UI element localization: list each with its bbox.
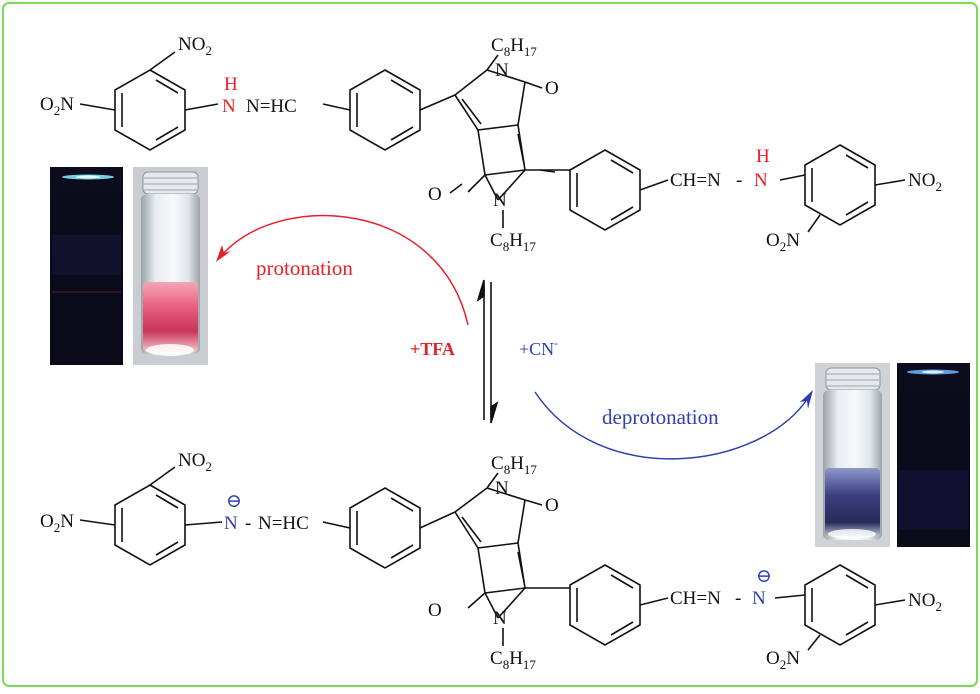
bottom-right-phenylene-ring: [569, 564, 669, 646]
protonated-uv-photo: [50, 167, 123, 365]
bottom-lower-ring-nitrogen: N: [493, 608, 507, 629]
top-dpp-core: [449, 54, 570, 228]
bottom-right-imine-dash: -: [735, 588, 741, 609]
tfa-reagent-label: +TFA: [410, 339, 455, 359]
protonation-arrow: [216, 214, 469, 326]
top-right-o2n-label: O2N: [766, 230, 800, 254]
bottom-left-phenylene-ring: [322, 487, 456, 569]
bottom-left-anion-nitrogen: N: [224, 513, 238, 534]
top-left-nh-nitrogen: N: [222, 96, 236, 117]
bottom-right-o2n-label: O2N: [766, 648, 800, 672]
down-arrow-head: [490, 401, 499, 424]
protonation-arrow-head: [216, 245, 231, 262]
bottom-left-imine-label: N=HC: [258, 513, 309, 534]
bottom-left-benzene-ring: [79, 466, 223, 566]
top-right-no2-label: NO2: [908, 170, 942, 194]
deprotonation-label: deprotonation: [602, 405, 719, 429]
top-right-nh-hydrogen: H: [756, 146, 770, 167]
top-left-imine-label: N=HC: [246, 96, 297, 117]
top-left-phenylene-ring: [322, 69, 456, 151]
bottom-right-anion-charge: ⊖: [756, 566, 772, 587]
protonation-label: protonation: [256, 256, 353, 280]
top-upper-carbonyl-oxygen: O: [545, 78, 559, 99]
top-lower-carbonyl-oxygen: O: [428, 184, 442, 205]
top-left-o2n-label: O2N: [40, 94, 74, 118]
cyanide-reagent-label: +CN-: [519, 336, 558, 359]
bottom-left-anion-charge: ⊖: [226, 491, 242, 512]
bottom-molecule-labels: NO2 O2N ⊖ N - N=HC C8H17 N N O O C8H17 C…: [40, 450, 942, 672]
top-upper-alkyl-label: C8H17: [491, 35, 537, 59]
deprotonated-vial-photo: [815, 363, 890, 547]
bottom-right-benzene-ring: [774, 564, 906, 651]
top-left-benzene-ring: [79, 51, 219, 151]
bottom-left-no2-label: NO2: [178, 450, 212, 474]
top-upper-ring-nitrogen: N: [495, 60, 509, 81]
bottom-lower-carbonyl-oxygen: O: [428, 600, 442, 621]
top-molecule-labels: NO2 O2N H N N=HC C8H17 N N O O C8H17 CH=…: [40, 34, 942, 254]
top-right-nh-nitrogen: N: [754, 170, 768, 191]
top-lower-ring-nitrogen: N: [493, 190, 507, 211]
top-left-nh-hydrogen: H: [224, 74, 238, 95]
bottom-molecule: [79, 466, 906, 651]
bottom-upper-ring-nitrogen: N: [495, 478, 509, 499]
bottom-lower-alkyl-label: C8H17: [490, 648, 536, 672]
top-right-imine-label: CH=N: [670, 170, 721, 191]
up-arrow-head: [476, 279, 485, 302]
equilibrium-arrows: [476, 279, 499, 424]
bottom-right-anion-nitrogen: N: [752, 588, 766, 609]
bottom-upper-carbonyl-oxygen: O: [545, 495, 559, 516]
deprotonation-arrow: [534, 390, 813, 460]
bottom-right-imine-label: CH=N: [670, 588, 721, 609]
top-left-no2-label: NO2: [178, 34, 212, 58]
top-right-benzene-ring: [779, 144, 906, 233]
bottom-left-o2n-label: O2N: [40, 511, 74, 535]
bottom-left-imine-dash: -: [245, 513, 251, 534]
protonated-vial-photo: [133, 167, 208, 365]
bottom-upper-alkyl-label: C8H17: [491, 453, 537, 477]
top-right-phenylene-ring: [569, 149, 669, 231]
top-right-imine-dash: -: [736, 170, 742, 191]
top-lower-alkyl-label: C8H17: [490, 230, 536, 254]
bottom-dpp-core: [454, 472, 570, 646]
top-molecule: [79, 51, 906, 233]
deprotonation-arrow-head: [800, 390, 813, 409]
deprotonated-uv-photo: [897, 363, 970, 547]
bottom-right-no2-label: NO2: [908, 590, 942, 614]
